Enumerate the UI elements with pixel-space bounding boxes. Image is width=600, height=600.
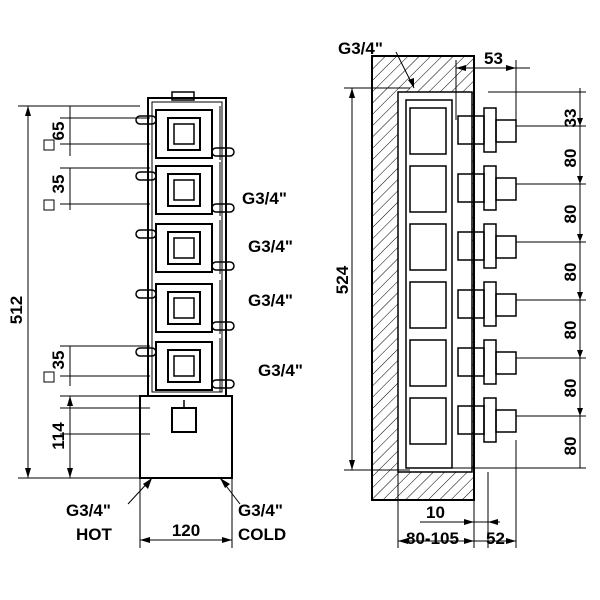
valve-module bbox=[135, 338, 235, 392]
side-outlet bbox=[409, 339, 586, 387]
dim-35-lower: 35 bbox=[49, 351, 68, 370]
dim-80: 80 bbox=[561, 263, 580, 282]
valve-module bbox=[135, 106, 235, 160]
valve-module bbox=[135, 220, 235, 274]
side-80-labels: 80 80 80 80 80 80 bbox=[561, 149, 580, 456]
dim-width-120: 120 bbox=[172, 521, 200, 540]
valve-module bbox=[135, 280, 235, 334]
outlet-label-2: G3/4" bbox=[248, 237, 293, 256]
dim-80: 80 bbox=[561, 437, 580, 456]
cold-thread: G3/4" bbox=[238, 501, 283, 520]
cold-label: COLD bbox=[238, 525, 286, 544]
outlet-label-4: G3/4" bbox=[258, 361, 303, 380]
dim-33: 33 bbox=[561, 109, 580, 128]
dim-80: 80 bbox=[561, 205, 580, 224]
outlet-label-3: G3/4" bbox=[248, 291, 293, 310]
dim-80: 80 bbox=[561, 149, 580, 168]
dim-80: 80 bbox=[561, 379, 580, 398]
side-outlet bbox=[409, 107, 586, 155]
valve-module bbox=[135, 162, 235, 216]
side-outlet bbox=[409, 223, 586, 271]
side-top-thread: G3/4" bbox=[338, 39, 383, 58]
dim-53: 53 bbox=[484, 49, 503, 68]
hot-thread: G3/4" bbox=[66, 501, 111, 520]
side-valve-modules bbox=[409, 91, 586, 469]
dim-524: 524 bbox=[333, 265, 352, 294]
dim-10: 10 bbox=[426, 503, 445, 522]
side-outlet bbox=[409, 281, 586, 329]
side-outlet bbox=[409, 397, 586, 445]
front-view bbox=[18, 91, 241, 548]
side-outlet bbox=[409, 165, 586, 213]
dim-80-105: 80-105 bbox=[406, 529, 459, 548]
outlet-label-1: G3/4" bbox=[242, 189, 287, 208]
dim-52: 52 bbox=[486, 529, 505, 548]
dim-80: 80 bbox=[561, 321, 580, 340]
valve-modules bbox=[135, 106, 235, 392]
dim-total-height: 512 bbox=[7, 296, 26, 324]
dim-65: 65 bbox=[49, 122, 68, 141]
dim-35-upper: 35 bbox=[49, 175, 68, 194]
dim-114: 114 bbox=[49, 422, 68, 450]
hot-label: HOT bbox=[76, 525, 113, 544]
